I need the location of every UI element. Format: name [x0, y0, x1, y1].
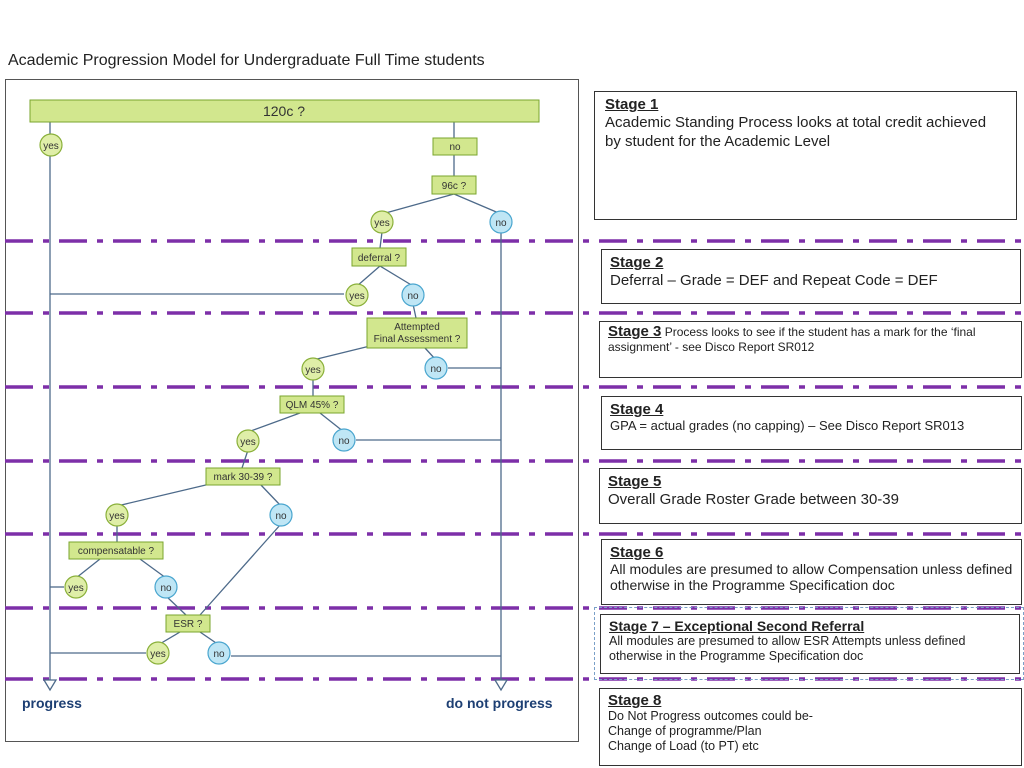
stage-8-line2: Change of programme/Plan [608, 724, 762, 738]
question-attempted-label-1: Attempted [394, 322, 440, 333]
yes-label: yes [43, 141, 59, 152]
stage-3-title: Stage 3 [608, 323, 662, 340]
question-mark-30-39 [205, 467, 281, 486]
no-label: no [275, 511, 287, 522]
page-title: Academic Progression Model for Undergrad… [8, 52, 485, 69]
stage-1-body: Academic Standing Process looks at total… [605, 114, 987, 150]
yes-label: yes [349, 291, 365, 302]
no-node [401, 283, 425, 307]
yes-node [345, 283, 369, 307]
stage-2-box: Stage 2 Deferral – Grade = DEF and Repea… [601, 249, 1021, 304]
stage-3-box: Stage 3 Process looks to see if the stud… [599, 321, 1022, 378]
question-attempted-final-assessment [366, 317, 468, 349]
question-deferral [351, 247, 407, 267]
stage-8-line3: Change of Load (to PT) etc [608, 739, 759, 753]
no-label: no [338, 436, 350, 447]
stage-5-body: Overall Grade Roster Grade between 30-39 [608, 491, 899, 508]
stage-6-body: All modules are presumed to allow Compen… [610, 561, 1013, 593]
stage-4-body: GPA = actual grades (no capping) – See D… [610, 418, 965, 433]
yes-node [64, 575, 88, 599]
stage-5-title: Stage 5 [608, 473, 662, 490]
question-deferral-label: deferral ? [358, 253, 401, 264]
question-120c-label: 120c ? [263, 103, 305, 119]
yes-label: yes [240, 437, 256, 448]
question-esr-label: ESR ? [174, 619, 203, 630]
no-label: no [495, 218, 507, 229]
stage-6-box: Stage 6 All modules are presumed to allo… [601, 539, 1022, 605]
flow-edges [42, 122, 509, 692]
no-node [154, 575, 178, 599]
yes-node [301, 357, 325, 381]
no-node [207, 641, 231, 665]
stage-4-box: Stage 4 GPA = actual grades (no capping)… [601, 396, 1022, 450]
yes-label: yes [150, 649, 166, 660]
stage-1-title: Stage 1 [605, 96, 659, 113]
stage-8-box: Stage 8 Do Not Progress outcomes could b… [599, 688, 1022, 766]
stage-8-title: Stage 8 [608, 692, 662, 709]
yes-label: yes [109, 511, 125, 522]
yes-node [236, 429, 260, 453]
question-compensatable [68, 541, 164, 560]
yes-node [146, 641, 170, 665]
stage-7-body: All modules are presumed to allow ESR At… [609, 634, 966, 663]
stage-7-box[interactable]: Stage 7 – Exceptional Second Referral Al… [600, 614, 1020, 674]
stage-1-box: Stage 1 Academic Standing Process looks … [594, 91, 1017, 220]
stage-2-title: Stage 2 [610, 254, 664, 271]
no-label: no [430, 364, 442, 375]
yes-node [370, 210, 394, 234]
end-progress: progress [22, 695, 82, 711]
question-120c [29, 99, 540, 123]
stage-4-title: Stage 4 [610, 401, 664, 418]
no-node [424, 356, 448, 380]
stage-5-box: Stage 5 Overall Grade Roster Grade betwe… [599, 468, 1022, 524]
question-qlm [279, 395, 345, 414]
no-node [332, 428, 356, 452]
yes-label: yes [374, 218, 390, 229]
yes-label: yes [305, 365, 321, 376]
yes-node [105, 503, 129, 527]
stage-7-title: Stage 7 – Exceptional Second Referral [609, 618, 865, 634]
no-node [432, 137, 478, 156]
no-label: no [407, 291, 419, 302]
yes-label: yes [68, 583, 84, 594]
yes-node [39, 133, 63, 157]
stage-6-title: Stage 6 [610, 544, 664, 561]
end-do-not-progress: do not progress [446, 695, 553, 711]
stage-8-body: Do Not Progress outcomes could be- [608, 709, 813, 723]
question-mark-label: mark 30-39 ? [214, 472, 273, 483]
stage-3-content: Stage 3 Process looks to see if the stud… [608, 324, 1013, 355]
stage-2-body: Deferral – Grade = DEF and Repeat Code =… [610, 272, 938, 289]
no-node [269, 503, 293, 527]
question-96c [431, 175, 477, 195]
question-attempted-label-2: Final Assessment ? [374, 334, 461, 345]
stage-3-body: Process looks to see if the student has … [608, 325, 976, 354]
question-compensatable-label: compensatable ? [78, 546, 155, 557]
flowchart-frame [5, 79, 579, 742]
no-label: no [449, 142, 461, 153]
question-esr [165, 614, 211, 633]
no-label: no [160, 583, 172, 594]
no-node [489, 210, 513, 234]
question-qlm-label: QLM 45% ? [286, 400, 339, 411]
question-96c-label: 96c ? [442, 181, 467, 192]
no-label: no [213, 649, 225, 660]
